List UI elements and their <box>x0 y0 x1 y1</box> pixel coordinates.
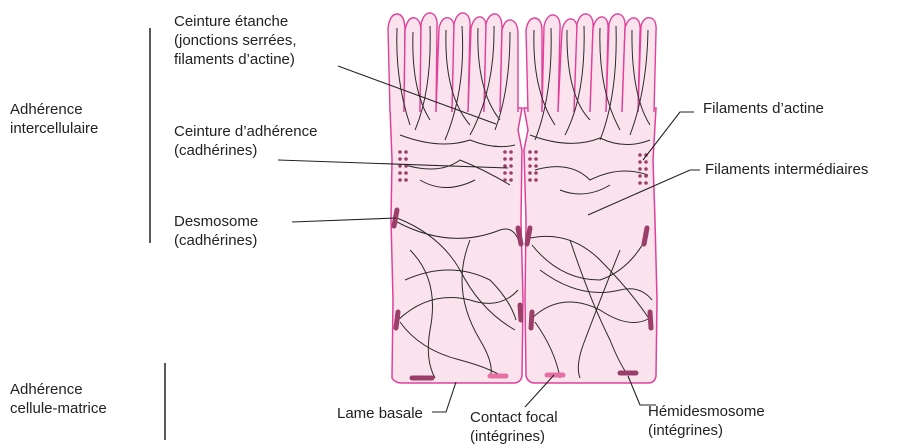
intercellular-label-line2: intercellulaire <box>10 119 98 138</box>
hemidesmosome-line2: (intégrines) <box>648 421 765 440</box>
left-cell-body <box>390 108 523 383</box>
intercellular-group-label: Adhérence intercellulaire <box>10 100 98 138</box>
actin-line1: Filaments d’actine <box>703 99 824 118</box>
right-cell-body <box>524 108 657 383</box>
cell-matrix-label-line1: Adhérence <box>10 380 107 399</box>
tight-junction-label: Ceinture étanche (jonctions serrées, fil… <box>174 12 297 69</box>
adherens-line1: Ceinture d’adhérence <box>174 122 317 141</box>
cell-matrix-label-line2: cellule-matrice <box>10 399 107 418</box>
tight-junction-line1: Ceinture étanche <box>174 12 297 31</box>
desmosome-label: Desmosome (cadhérines) <box>174 212 258 250</box>
adherens-line2: (cadhérines) <box>174 141 317 160</box>
desmosome-line1: Desmosome <box>174 212 258 231</box>
focal-contact-line1: Contact focal <box>470 408 558 427</box>
basal-lamina-label: Lame basale <box>337 404 423 423</box>
hemidesmosome-label: Hémidesmosome (intégrines) <box>648 402 765 440</box>
focal-contact-line2: (intégrines) <box>470 427 558 446</box>
intermediate-line1: Filaments intermédiaires <box>705 160 868 179</box>
adherens-label: Ceinture d’adhérence (cadhérines) <box>174 122 317 160</box>
intermediate-label: Filaments intermédiaires <box>705 160 868 179</box>
hemidesmosome-line1: Hémidesmosome <box>648 402 765 421</box>
tight-junction-line3: filaments d’actine) <box>174 50 297 69</box>
cell-matrix-group-label: Adhérence cellule-matrice <box>10 380 107 418</box>
focal-contact-label: Contact focal (intégrines) <box>470 408 558 446</box>
basal-lamina-line1: Lame basale <box>337 404 423 423</box>
tight-junction-line2: (jonctions serrées, <box>174 31 297 50</box>
intercellular-label-line1: Adhérence <box>10 100 98 119</box>
desmosome-line2: (cadhérines) <box>174 231 258 250</box>
actin-label: Filaments d’actine <box>703 99 824 118</box>
